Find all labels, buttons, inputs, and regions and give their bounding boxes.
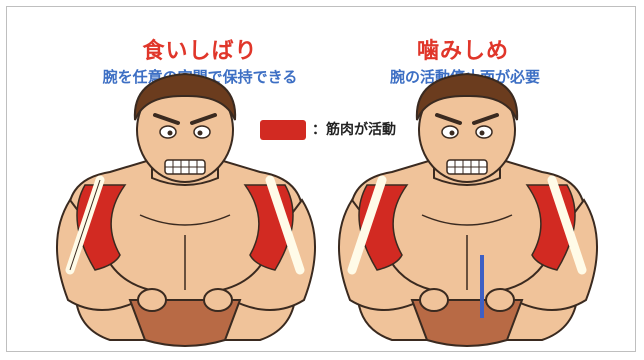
legend-label: ：筋肉が活動 <box>312 120 396 140</box>
right-figure-illustration <box>322 0 612 352</box>
left-figure-illustration <box>40 0 330 352</box>
legend-swatch-active-muscle <box>260 120 306 140</box>
